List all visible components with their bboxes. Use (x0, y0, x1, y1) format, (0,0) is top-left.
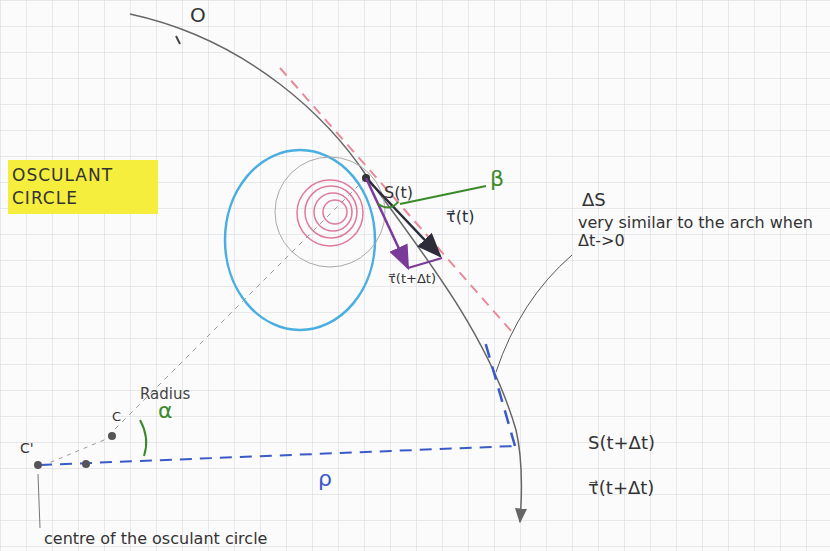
arc-label: ΔS (582, 190, 606, 211)
caption-note: centre of the osculant circle (44, 530, 267, 548)
heading-text: OSCULANT CIRCLE (12, 164, 154, 210)
radius-label: ρ (318, 466, 332, 491)
point-label: S(t+Δt) (588, 433, 655, 454)
angle-label: α (158, 398, 173, 423)
point-label: C' (20, 440, 34, 456)
point-label: S(t) (384, 184, 413, 202)
vector-label: τ⃗(t+Δt) (388, 272, 436, 287)
highlight-band: OSCULANT CIRCLE (8, 160, 158, 214)
vector-label: τ⃗(t) (446, 208, 474, 226)
angle-label: β (490, 166, 504, 191)
note-text: very similar to the arch when Δt->0 (578, 214, 818, 251)
point-label: O (190, 4, 206, 27)
vector-label: τ⃗(t+Δt) (588, 478, 654, 499)
point-label: C (112, 410, 121, 425)
